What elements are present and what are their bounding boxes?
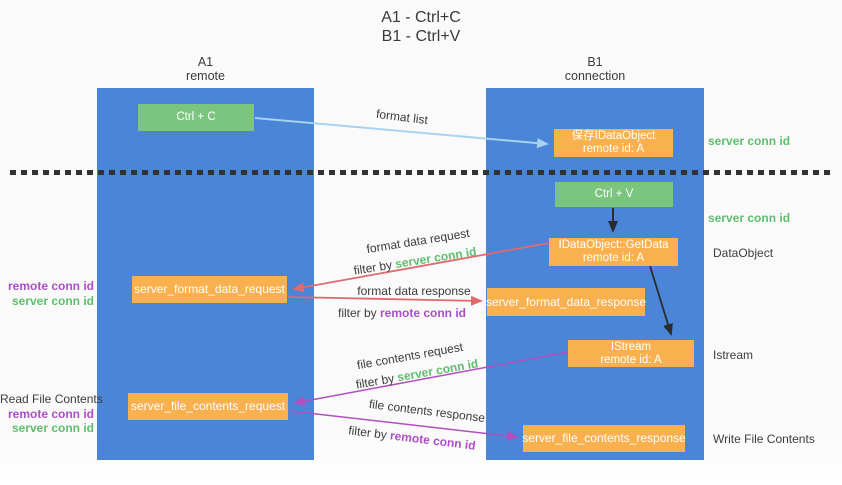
lifeline-b1-subtitle: connection xyxy=(564,69,626,83)
node-server-file-contents-request-label: server_file_contents_request xyxy=(130,399,286,413)
node-save-idataobject-line1: 保存IDataObject xyxy=(571,130,656,142)
node-idataobject-getdata-line1: IDataObject::GetData xyxy=(558,239,669,251)
lifeline-a1-subtitle: remote xyxy=(186,69,225,83)
node-server-format-data-response: server_format_data_response xyxy=(485,288,647,316)
node-server-format-data-response-label: server_format_data_response xyxy=(485,294,647,309)
lifeline-b1-name: B1 xyxy=(587,55,603,69)
label-server-conn-id-left-2: server conn id xyxy=(11,421,94,435)
node-ctrl-c: Ctrl + C xyxy=(138,104,254,131)
label-write-file-contents: Write File Contents xyxy=(713,432,815,446)
label-server-conn-id-right-bottom: server conn id xyxy=(708,211,791,225)
node-ctrl-v-label: Ctrl + V xyxy=(594,188,634,200)
node-save-idataobject-line2: remote id: A xyxy=(582,143,645,155)
label-read-file-contents: Read File Contents xyxy=(0,392,103,406)
arrow-file-contents-response xyxy=(289,410,519,441)
left-read-file-block: Read File Contents remote conn id server… xyxy=(0,392,103,436)
diagram-title: A1 - Ctrl+C B1 - Ctrl+V xyxy=(0,8,842,46)
arrow-file-contents-request xyxy=(293,351,569,407)
title-line-1: A1 - Ctrl+C xyxy=(381,9,461,26)
label-remote-conn-id-left-1: remote conn id xyxy=(7,279,94,293)
label-filter-by-remote-conn-id-1: filter by remote conn id xyxy=(338,306,466,320)
node-istream-line1: IStream xyxy=(610,340,652,353)
label-format-data-response: format data response xyxy=(357,284,471,298)
node-istream-line2: remote id: A xyxy=(600,353,662,366)
left-conn-id-block-1: remote conn id server conn id xyxy=(0,279,94,308)
node-server-file-contents-response-label: server_file_contents_response xyxy=(522,431,686,445)
node-server-file-contents-request: server_file_contents_request xyxy=(128,393,288,420)
title-line-2: B1 - Ctrl+V xyxy=(381,28,461,45)
label-remote-conn-id-left-2: remote conn id xyxy=(7,406,94,421)
arrow-format-data-request xyxy=(292,242,550,293)
node-save-idataobject: 保存IDataObject remote id: A xyxy=(554,129,673,157)
label-dataobject: DataObject xyxy=(713,246,774,260)
node-server-file-contents-response: server_file_contents_response xyxy=(522,425,686,452)
node-server-format-data-request-label: server_format_data_request xyxy=(134,282,285,296)
node-idataobject-getdata-line2: remote id: A xyxy=(582,252,645,264)
lifeline-a1-name: A1 xyxy=(197,55,214,69)
node-idataobject-getdata: IDataObject::GetData remote id: A xyxy=(549,238,678,266)
arrow-format-list xyxy=(254,117,549,149)
label-server-conn-id-right-top: server conn id xyxy=(708,134,791,148)
node-istream: IStream remote id: A xyxy=(568,340,694,367)
arrow-getdata-to-istream xyxy=(649,265,673,336)
node-server-format-data-request: server_format_data_request xyxy=(132,276,287,303)
node-ctrl-c-label: Ctrl + C xyxy=(176,111,216,123)
label-istream-side: Istream xyxy=(713,348,754,362)
node-ctrl-v: Ctrl + V xyxy=(555,182,673,207)
session-separator-dotted-line xyxy=(10,170,832,175)
lifeline-header-b1: B1 connection xyxy=(486,55,704,83)
filter-by-text: filter by xyxy=(337,306,380,320)
lifeline-header-a1: A1 remote xyxy=(97,55,314,83)
remote-conn-id-text: remote conn id xyxy=(380,306,467,320)
label-server-conn-id-left-1: server conn id xyxy=(11,293,94,308)
arrow-format-data-response xyxy=(287,295,483,306)
